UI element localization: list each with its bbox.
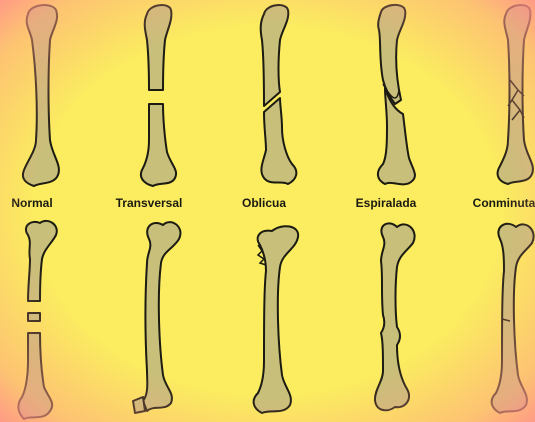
- impacted-fracture-femur-icon: [220, 215, 320, 422]
- bone-shape: [141, 5, 176, 186]
- label-normal: Normal: [11, 196, 52, 210]
- bone-shape: [133, 222, 180, 413]
- greenstick-fracture-femur-icon: [450, 215, 535, 422]
- bone-shape: [18, 221, 56, 419]
- torus-fracture-femur-icon: [335, 215, 435, 422]
- spiral-fracture-femur-icon: [335, 0, 435, 190]
- label-espiralada: Espiralada: [356, 196, 417, 210]
- label-conminuta: Conminuta: [473, 196, 535, 210]
- comminuted-fracture-femur-icon: [450, 0, 535, 190]
- bone-shape: [254, 226, 299, 413]
- label-transversal: Transversal: [116, 196, 183, 210]
- normal-femur-icon: [0, 0, 90, 190]
- bone-shape: [261, 5, 297, 184]
- bone-shape: [492, 224, 534, 413]
- bone-shape: [375, 223, 415, 410]
- bone-shape: [498, 5, 533, 184]
- label-oblicua: Oblicua: [242, 196, 286, 210]
- segmental-fracture-femur-icon: [0, 215, 90, 422]
- bone-shape: [378, 5, 415, 184]
- oblique-fracture-femur-icon: [220, 0, 320, 190]
- avulsion-fracture-femur-icon: [105, 215, 205, 422]
- bone-shape: [23, 5, 59, 186]
- transverse-fracture-femur-icon: [105, 0, 205, 190]
